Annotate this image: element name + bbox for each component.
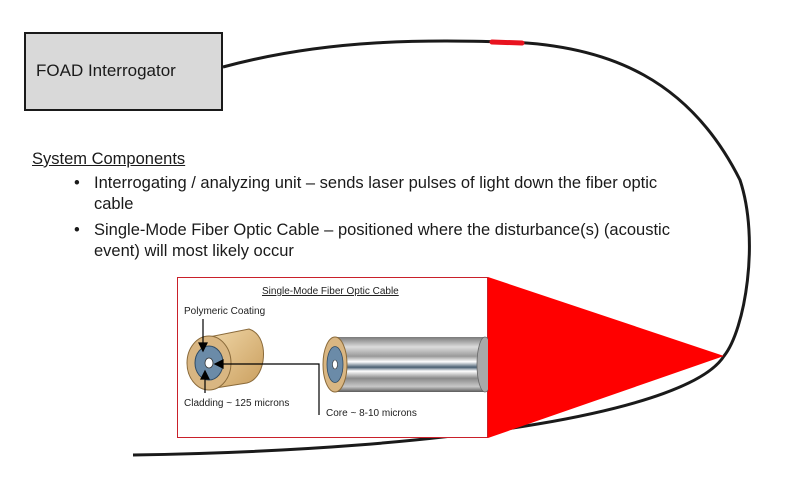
coating-label: Polymeric Coating	[184, 306, 266, 317]
core-label: Core ~ 8-10 microns	[326, 408, 417, 419]
cable-side-view	[322, 336, 488, 393]
label-pointers	[198, 319, 320, 415]
interrogator-unit-box	[24, 32, 223, 111]
list-item: • Interrogating / analyzing unit – sends…	[74, 173, 694, 215]
bullet-marker: •	[74, 221, 80, 239]
acoustic-event-marker	[489, 39, 525, 46]
magnify-callout	[488, 277, 724, 438]
cable-end-view	[186, 328, 264, 391]
bullet-text: Interrogating / analyzing unit – sends l…	[94, 174, 658, 213]
cladding-label: Cladding ~ 125 microns	[184, 398, 290, 409]
list-item: • Single-Mode Fiber Optic Cable – positi…	[74, 220, 694, 262]
fiber-cable-line	[132, 39, 751, 457]
system-components-heading: System Components	[32, 150, 186, 168]
components-list: • Interrogating / analyzing unit – sends…	[74, 173, 694, 267]
interrogator-label: FOAD Interrogator	[36, 61, 176, 80]
cable-detail-title: Single-Mode Fiber Optic Cable	[262, 286, 399, 297]
bullet-marker: •	[74, 174, 80, 192]
bullet-text: Single-Mode Fiber Optic Cable – position…	[94, 221, 670, 260]
cable-cross-section-illustration	[186, 319, 488, 415]
